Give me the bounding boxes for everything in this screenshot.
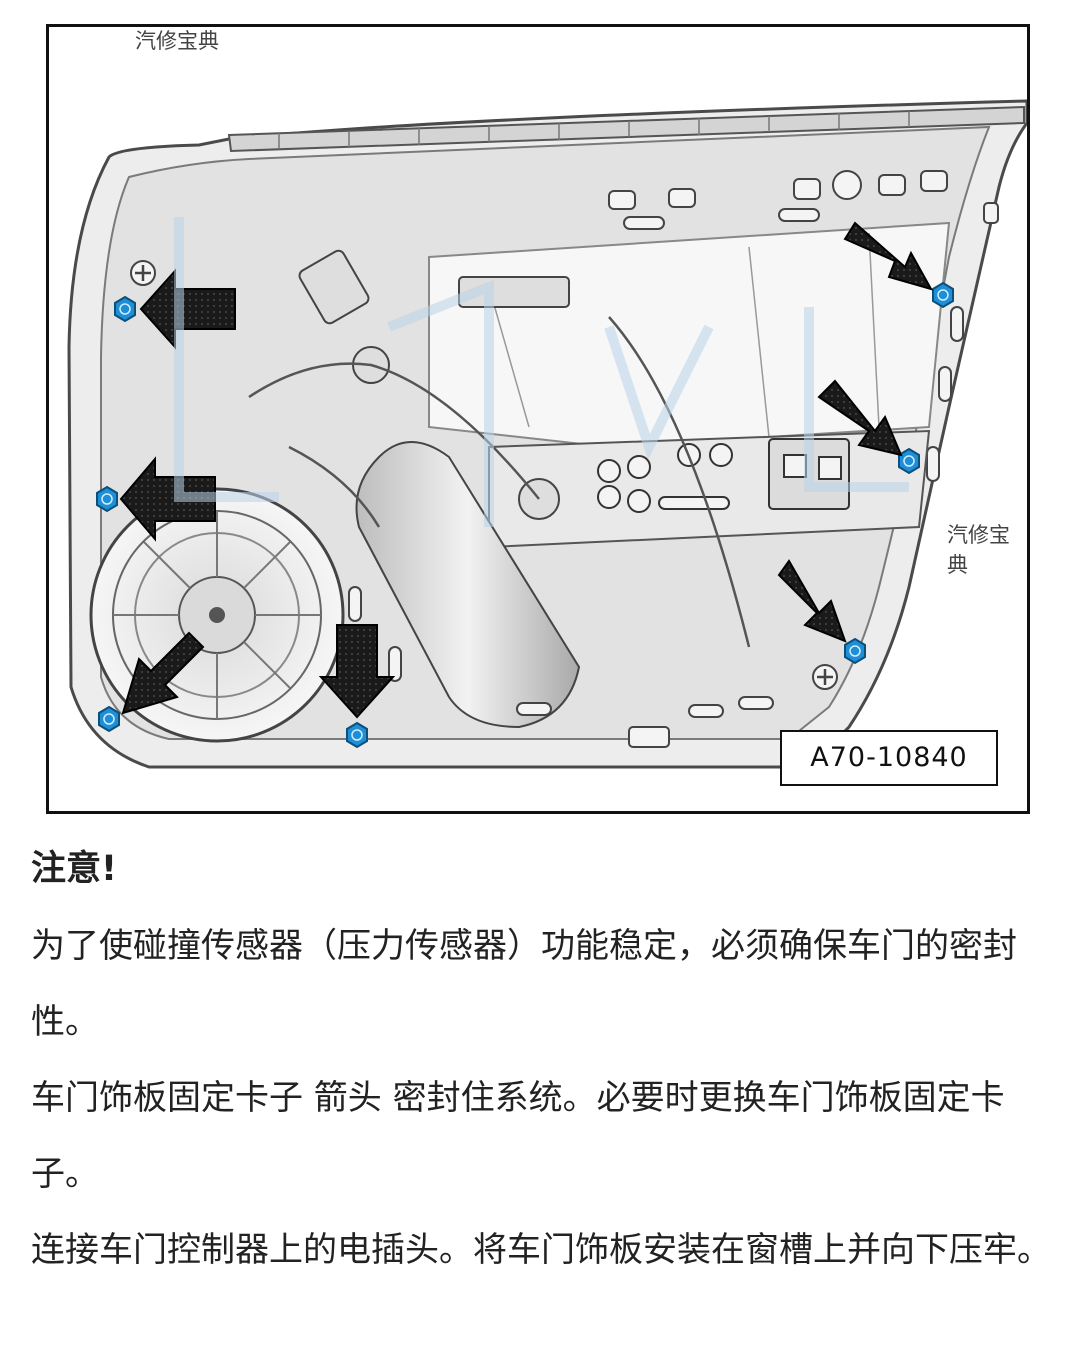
upper-slots	[608, 170, 948, 230]
watermark-top: 汽修宝典	[135, 29, 219, 53]
door-trim-diagram: 汽修宝典 汽修宝典 A70-10840	[46, 24, 1030, 814]
door-panel-illustration	[67, 99, 1027, 769]
rail-ribs	[278, 111, 910, 149]
window-glass-area	[428, 221, 951, 449]
bottom-slots	[348, 586, 774, 748]
screw-cross	[135, 265, 833, 685]
clip-markers	[96, 281, 954, 749]
watermark-right: 汽修宝典	[947, 523, 1010, 577]
background-watermark	[174, 217, 909, 527]
arrow-middle-left	[119, 456, 216, 542]
paragraph-3: 连接车门控制器上的电插头。将车门饰板安装在窗槽上并向下压牢。	[31, 1230, 1051, 1270]
arrow-middle-right	[817, 379, 903, 457]
instruction-text: 注意! 为了使碰撞传感器（压力传感器）功能稳定，必须确保车门的密封性。 车门饰板…	[31, 838, 1056, 1288]
arrow-bottom-center	[318, 624, 396, 719]
pointer-arrows	[119, 221, 934, 719]
side-cylinder	[355, 441, 581, 729]
clip-centers	[101, 289, 949, 741]
paragraph-1: 为了使碰撞传感器（压力传感器）功能稳定，必须确保车门的密封性。	[31, 926, 1017, 1042]
arrow-lower-left	[121, 631, 205, 715]
note-title: 注意!	[31, 849, 117, 889]
arrow-lower-right	[777, 559, 847, 643]
clip-lower-right	[844, 637, 866, 665]
clip-middle-left	[96, 485, 118, 513]
right-slots	[926, 202, 999, 482]
figure-id-label: A70-10840	[780, 730, 998, 786]
arrow-upper-right	[843, 221, 934, 291]
clip-lower-left	[98, 705, 120, 733]
clip-upper-right	[932, 281, 954, 309]
paragraph-2: 车门饰板固定卡子 箭头 密封住系统。必要时更换车门饰板固定卡子。	[31, 1078, 1005, 1194]
glass-lines	[488, 232, 880, 438]
clip-upper-left	[114, 295, 136, 323]
clip-bottom-center	[346, 721, 368, 749]
clip-middle-right	[898, 447, 920, 475]
window-rail	[227, 105, 1025, 153]
